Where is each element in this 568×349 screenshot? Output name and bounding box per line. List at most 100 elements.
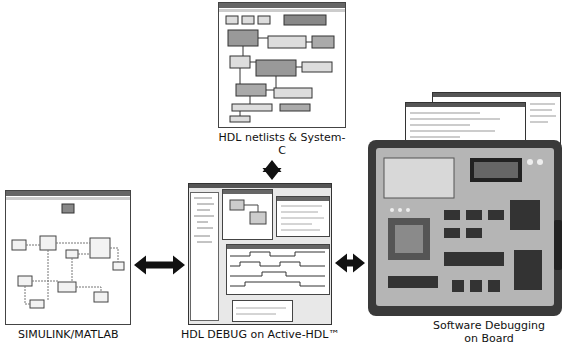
board-photo-part-part — [444, 228, 460, 238]
board-photo-part-part — [388, 276, 438, 288]
netlist-screenshot-part-part — [302, 62, 332, 72]
netlist-screenshot-part-part — [284, 15, 326, 25]
active-hdl-screenshot-part — [191, 193, 219, 321]
simulink-screenshot-part — [6, 191, 131, 325]
board-photo-part — [388, 218, 430, 260]
netlist-screenshot-part-part — [258, 16, 270, 24]
active-hdl-screenshot-part — [233, 301, 293, 322]
simulink-screenshot-part-part — [25, 243, 118, 304]
simulink-screenshot-part-part — [94, 292, 108, 302]
simulink-screenshot-part-part — [113, 262, 124, 270]
netlist-screenshot-part-part — [230, 56, 250, 68]
netlist-screenshot-part-part — [268, 36, 306, 48]
simulink-screenshot-part — [6, 197, 130, 200]
board-photo-part-part — [510, 200, 540, 230]
board-photo-part — [406, 103, 525, 107]
board-photo-part-part — [466, 210, 482, 220]
netlist-panel: HDL netlists & System-C — [218, 2, 346, 157]
simulink-screenshot-part-part — [30, 300, 44, 308]
board-photo-part — [433, 93, 560, 97]
simulink-screenshot-part — [25, 243, 118, 304]
caption: HDL netlists & System-C — [218, 132, 346, 157]
simulink-screenshot-part-part — [58, 282, 76, 292]
netlist-screenshot-part-part — [256, 60, 296, 76]
double-arrow — [335, 254, 365, 273]
netlist-screenshot-part — [219, 3, 345, 8]
board-photo-part-part — [398, 208, 402, 212]
board-photo-part-part — [444, 252, 504, 266]
board-photo-part — [368, 140, 562, 316]
simulink-screenshot — [6, 191, 131, 325]
caption: Software Debugging on Board — [430, 320, 548, 345]
image-area — [218, 2, 346, 128]
netlist-screenshot-part — [219, 3, 346, 128]
board-photo-part-part — [514, 250, 542, 290]
active-hdl-screenshot-part — [250, 212, 266, 224]
board-photo-part-part — [488, 280, 500, 292]
netlist-screenshot — [219, 3, 346, 128]
board-photo-part-part — [537, 159, 543, 165]
active-hdl-screenshot-part — [227, 245, 329, 249]
netlist-screenshot-part-part — [280, 104, 310, 111]
board-photo-part — [390, 159, 543, 212]
active-hdl-screenshot-part — [230, 200, 244, 210]
board-photo-part — [554, 220, 562, 270]
board-photo-part — [395, 225, 423, 253]
netlist-screenshot-part-part — [226, 16, 238, 24]
simulink-screenshot-part — [62, 204, 74, 213]
simulink-panel: SIMULINK/MATLAB — [5, 190, 131, 325]
board-photo-part-part — [488, 210, 504, 220]
caption: HDL DEBUG on Active-HDL™ — [181, 329, 339, 342]
board-photo-part — [474, 162, 518, 178]
active-hdl-screenshot-part — [236, 308, 286, 314]
netlist-screenshot-part-part — [232, 104, 272, 111]
board-photo-part-part — [527, 159, 533, 165]
board-photo-part-part — [390, 208, 394, 212]
board-photo-part — [470, 158, 522, 182]
active-hdl-screenshot-part — [230, 252, 325, 286]
netlist-screenshot-part-part — [228, 30, 258, 46]
double-arrow — [263, 160, 282, 180]
simulink-screenshot-part — [12, 236, 124, 308]
active-hdl-screenshot-part — [277, 197, 329, 201]
netlist-screenshot-part-part — [274, 88, 312, 98]
active-hdl-screenshot — [189, 184, 332, 325]
netlist-screenshot-part — [240, 38, 312, 116]
active-hdl-screenshot-part — [189, 184, 331, 188]
board-photo-part — [410, 113, 500, 137]
active-hdl-screenshot-part — [194, 198, 214, 242]
debug-panel: HDL DEBUG on Active-HDL™ — [188, 183, 332, 325]
netlist-screenshot-part-part — [312, 36, 334, 48]
board-photo-part — [384, 158, 454, 198]
active-hdl-screenshot-part — [223, 190, 273, 240]
netlist-screenshot-part-part — [240, 38, 312, 116]
double-arrow — [134, 256, 185, 275]
board-photo-part-part — [452, 280, 464, 292]
simulink-screenshot-part-part — [40, 236, 56, 250]
active-hdl-screenshot-part — [281, 206, 324, 230]
simulink-screenshot-part-part — [66, 250, 78, 258]
board-photo-part — [376, 148, 554, 306]
netlist-screenshot-part-part — [230, 116, 250, 122]
caption: SIMULINK/MATLAB — [18, 329, 119, 342]
board-photo-part — [388, 200, 542, 292]
board-panel: Software Debugging on Board — [368, 92, 562, 316]
simulink-screenshot-part — [6, 191, 130, 196]
netlist-screenshot-part — [226, 15, 334, 122]
board-photo-part — [530, 104, 556, 122]
netlist-screenshot-part-part — [242, 16, 254, 24]
board-photo-part-part — [466, 228, 482, 238]
board-photo-part-part — [470, 280, 482, 292]
simulink-screenshot-part-part — [12, 240, 26, 250]
simulink-screenshot-part-part — [90, 238, 110, 258]
active-hdl-screenshot-part — [277, 197, 330, 237]
active-hdl-screenshot-part — [223, 190, 272, 194]
board-photo — [368, 93, 562, 317]
netlist-screenshot-part-part — [236, 84, 266, 96]
active-hdl-screenshot-part — [227, 245, 330, 295]
board-photo-part-part — [406, 208, 410, 212]
active-hdl-screenshot-part — [244, 205, 258, 212]
